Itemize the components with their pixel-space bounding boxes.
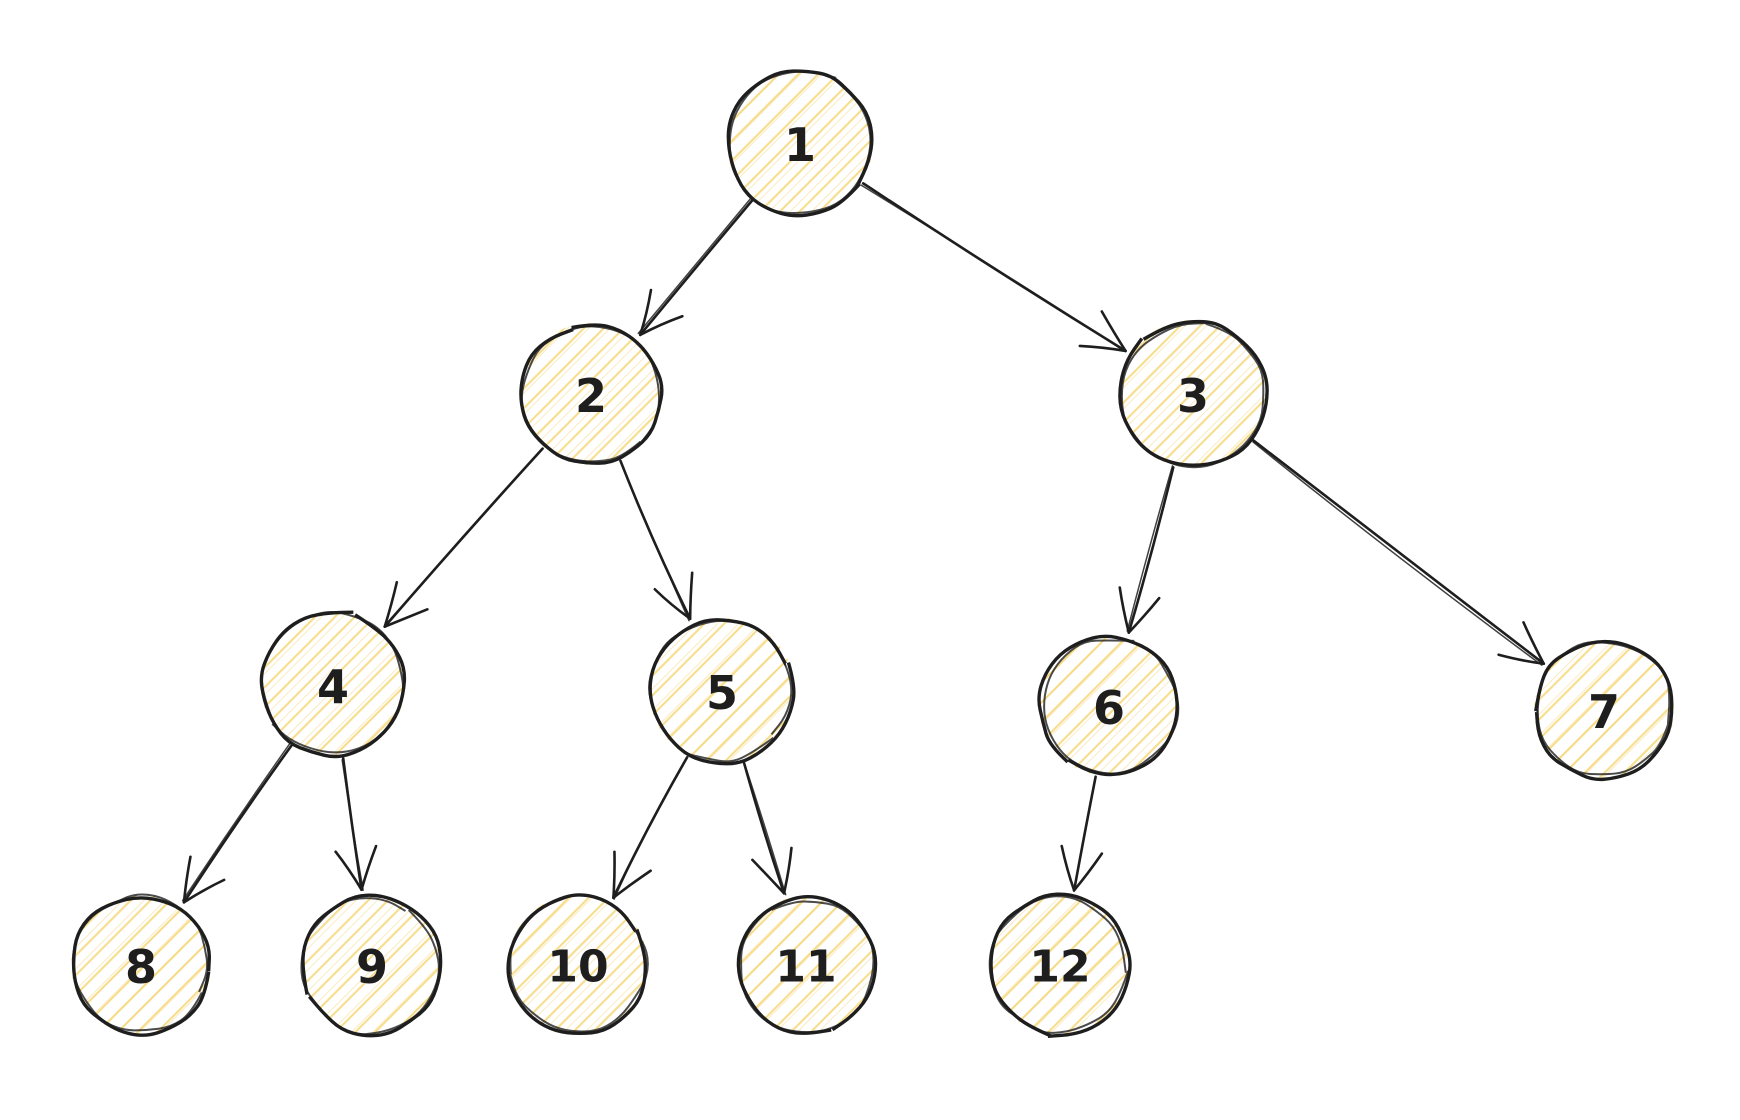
node-hatch-fill-secondary (520, 323, 662, 465)
edge-1-to-2 (637, 197, 754, 337)
edge-stroke-secondary (743, 763, 787, 896)
edge-stroke-primary (638, 199, 754, 337)
node-outline-secondary (260, 611, 405, 754)
tree-node-4[interactable]: 4 (257, 609, 409, 761)
edge-2-to-5 (619, 459, 694, 622)
edge-stroke-secondary (619, 461, 690, 622)
arrowhead-left-barb (1078, 344, 1127, 353)
edge-1-to-3 (860, 182, 1127, 353)
arrowhead-left-barb (612, 850, 616, 900)
node-outline-primary (1534, 639, 1674, 782)
edge-stroke-secondary (1073, 776, 1097, 893)
arrowhead-left-barb (1497, 653, 1546, 665)
tree-node-2[interactable]: 2 (516, 319, 666, 469)
arrowhead-right-barb (360, 844, 378, 892)
edge-stroke-primary (182, 744, 293, 904)
node-label-8: 8 (125, 940, 157, 994)
arrowhead-left-barb (638, 288, 653, 337)
arrowhead-right-barb (688, 571, 694, 621)
node-label-4: 4 (317, 660, 349, 714)
node-outline-primary (1118, 319, 1269, 467)
edge-2-to-4 (383, 447, 544, 628)
arrowhead-right-barb (1100, 310, 1127, 353)
node-outline-secondary (508, 893, 649, 1033)
node-outline-secondary (648, 619, 793, 763)
edge-6-to-12 (1060, 775, 1104, 893)
node-label-7: 7 (1588, 685, 1620, 739)
tree-node-5[interactable]: 5 (645, 614, 799, 768)
arrowhead-left-barb (653, 587, 692, 621)
node-outline-primary (736, 894, 878, 1035)
edge-5-to-10 (612, 756, 689, 900)
edge-stroke-primary (619, 459, 692, 621)
node-outline-secondary (1120, 322, 1265, 469)
arrowhead-left-barb (182, 855, 192, 904)
arrowhead-left-barb (1060, 844, 1076, 892)
arrowhead-left-barb (751, 858, 786, 895)
tree-node-3[interactable]: 3 (1115, 316, 1271, 472)
node-label-5: 5 (706, 666, 738, 720)
edge-stroke-secondary (1252, 441, 1543, 666)
node-label-10: 10 (547, 942, 608, 993)
arrowhead-right-barb (782, 846, 793, 895)
arrowhead-right-barb (1522, 621, 1546, 665)
tree-node-7[interactable]: 7 (1530, 636, 1678, 784)
node-label-9: 9 (356, 940, 388, 994)
node-outline-primary (1037, 634, 1179, 777)
tree-node-9[interactable]: 9 (298, 891, 446, 1039)
arrowhead-right-barb (1072, 852, 1104, 892)
arrowhead-right-barb (383, 608, 429, 628)
tree-node-1[interactable]: 1 (723, 66, 877, 220)
tree-node-10[interactable]: 10 (504, 891, 652, 1039)
node-label-6: 6 (1093, 681, 1125, 735)
edge-5-to-11 (742, 761, 793, 896)
node-outline-secondary (740, 900, 875, 1034)
arrowhead-right-barb (1127, 596, 1161, 634)
arrowhead-right-barb (638, 314, 684, 337)
node-outline-secondary (728, 70, 872, 215)
node-outline-secondary (520, 325, 661, 463)
edge-4-to-8 (181, 743, 293, 904)
edge-stroke-secondary (341, 759, 364, 891)
tree-node-8[interactable]: 8 (67, 891, 215, 1039)
tree-node-12[interactable]: 12 (986, 891, 1134, 1039)
arrowhead-right-barb (612, 869, 652, 900)
edge-3-to-7 (1251, 439, 1546, 666)
node-outline-secondary (1536, 641, 1671, 776)
arrowhead-left-barb (1118, 586, 1131, 634)
edge-stroke-primary (1251, 439, 1546, 665)
edge-stroke-secondary (860, 184, 1125, 352)
node-outline-secondary (300, 897, 440, 1036)
node-label-1: 1 (784, 118, 816, 172)
node-label-11: 11 (775, 942, 836, 993)
node-outline-primary (726, 69, 874, 218)
tree-node-6[interactable]: 6 (1035, 632, 1183, 780)
edge-stroke-primary (742, 761, 786, 895)
edge-stroke-primary (1127, 466, 1175, 634)
edge-stroke-secondary (1126, 464, 1174, 632)
node-label-3: 3 (1177, 369, 1209, 423)
edges-layer (181, 182, 1546, 904)
arrowhead-right-barb (182, 878, 226, 904)
edge-stroke-secondary (384, 449, 542, 627)
arrowhead-left-barb (334, 850, 363, 892)
edge-3-to-6 (1118, 464, 1175, 634)
node-outline-secondary (71, 893, 209, 1032)
node-outline-secondary (1043, 639, 1180, 775)
arrowhead-left-barb (383, 580, 399, 628)
edge-stroke-secondary (181, 743, 291, 902)
node-outline-secondary (988, 895, 1130, 1034)
edge-stroke-secondary (637, 197, 752, 335)
node-label-12: 12 (1029, 942, 1090, 993)
edge-stroke-secondary (613, 757, 688, 900)
tree-node-11[interactable]: 11 (733, 892, 879, 1038)
node-label-2: 2 (575, 369, 607, 423)
edge-4-to-9 (334, 756, 378, 892)
node-hatch-fill-secondary (727, 70, 873, 216)
